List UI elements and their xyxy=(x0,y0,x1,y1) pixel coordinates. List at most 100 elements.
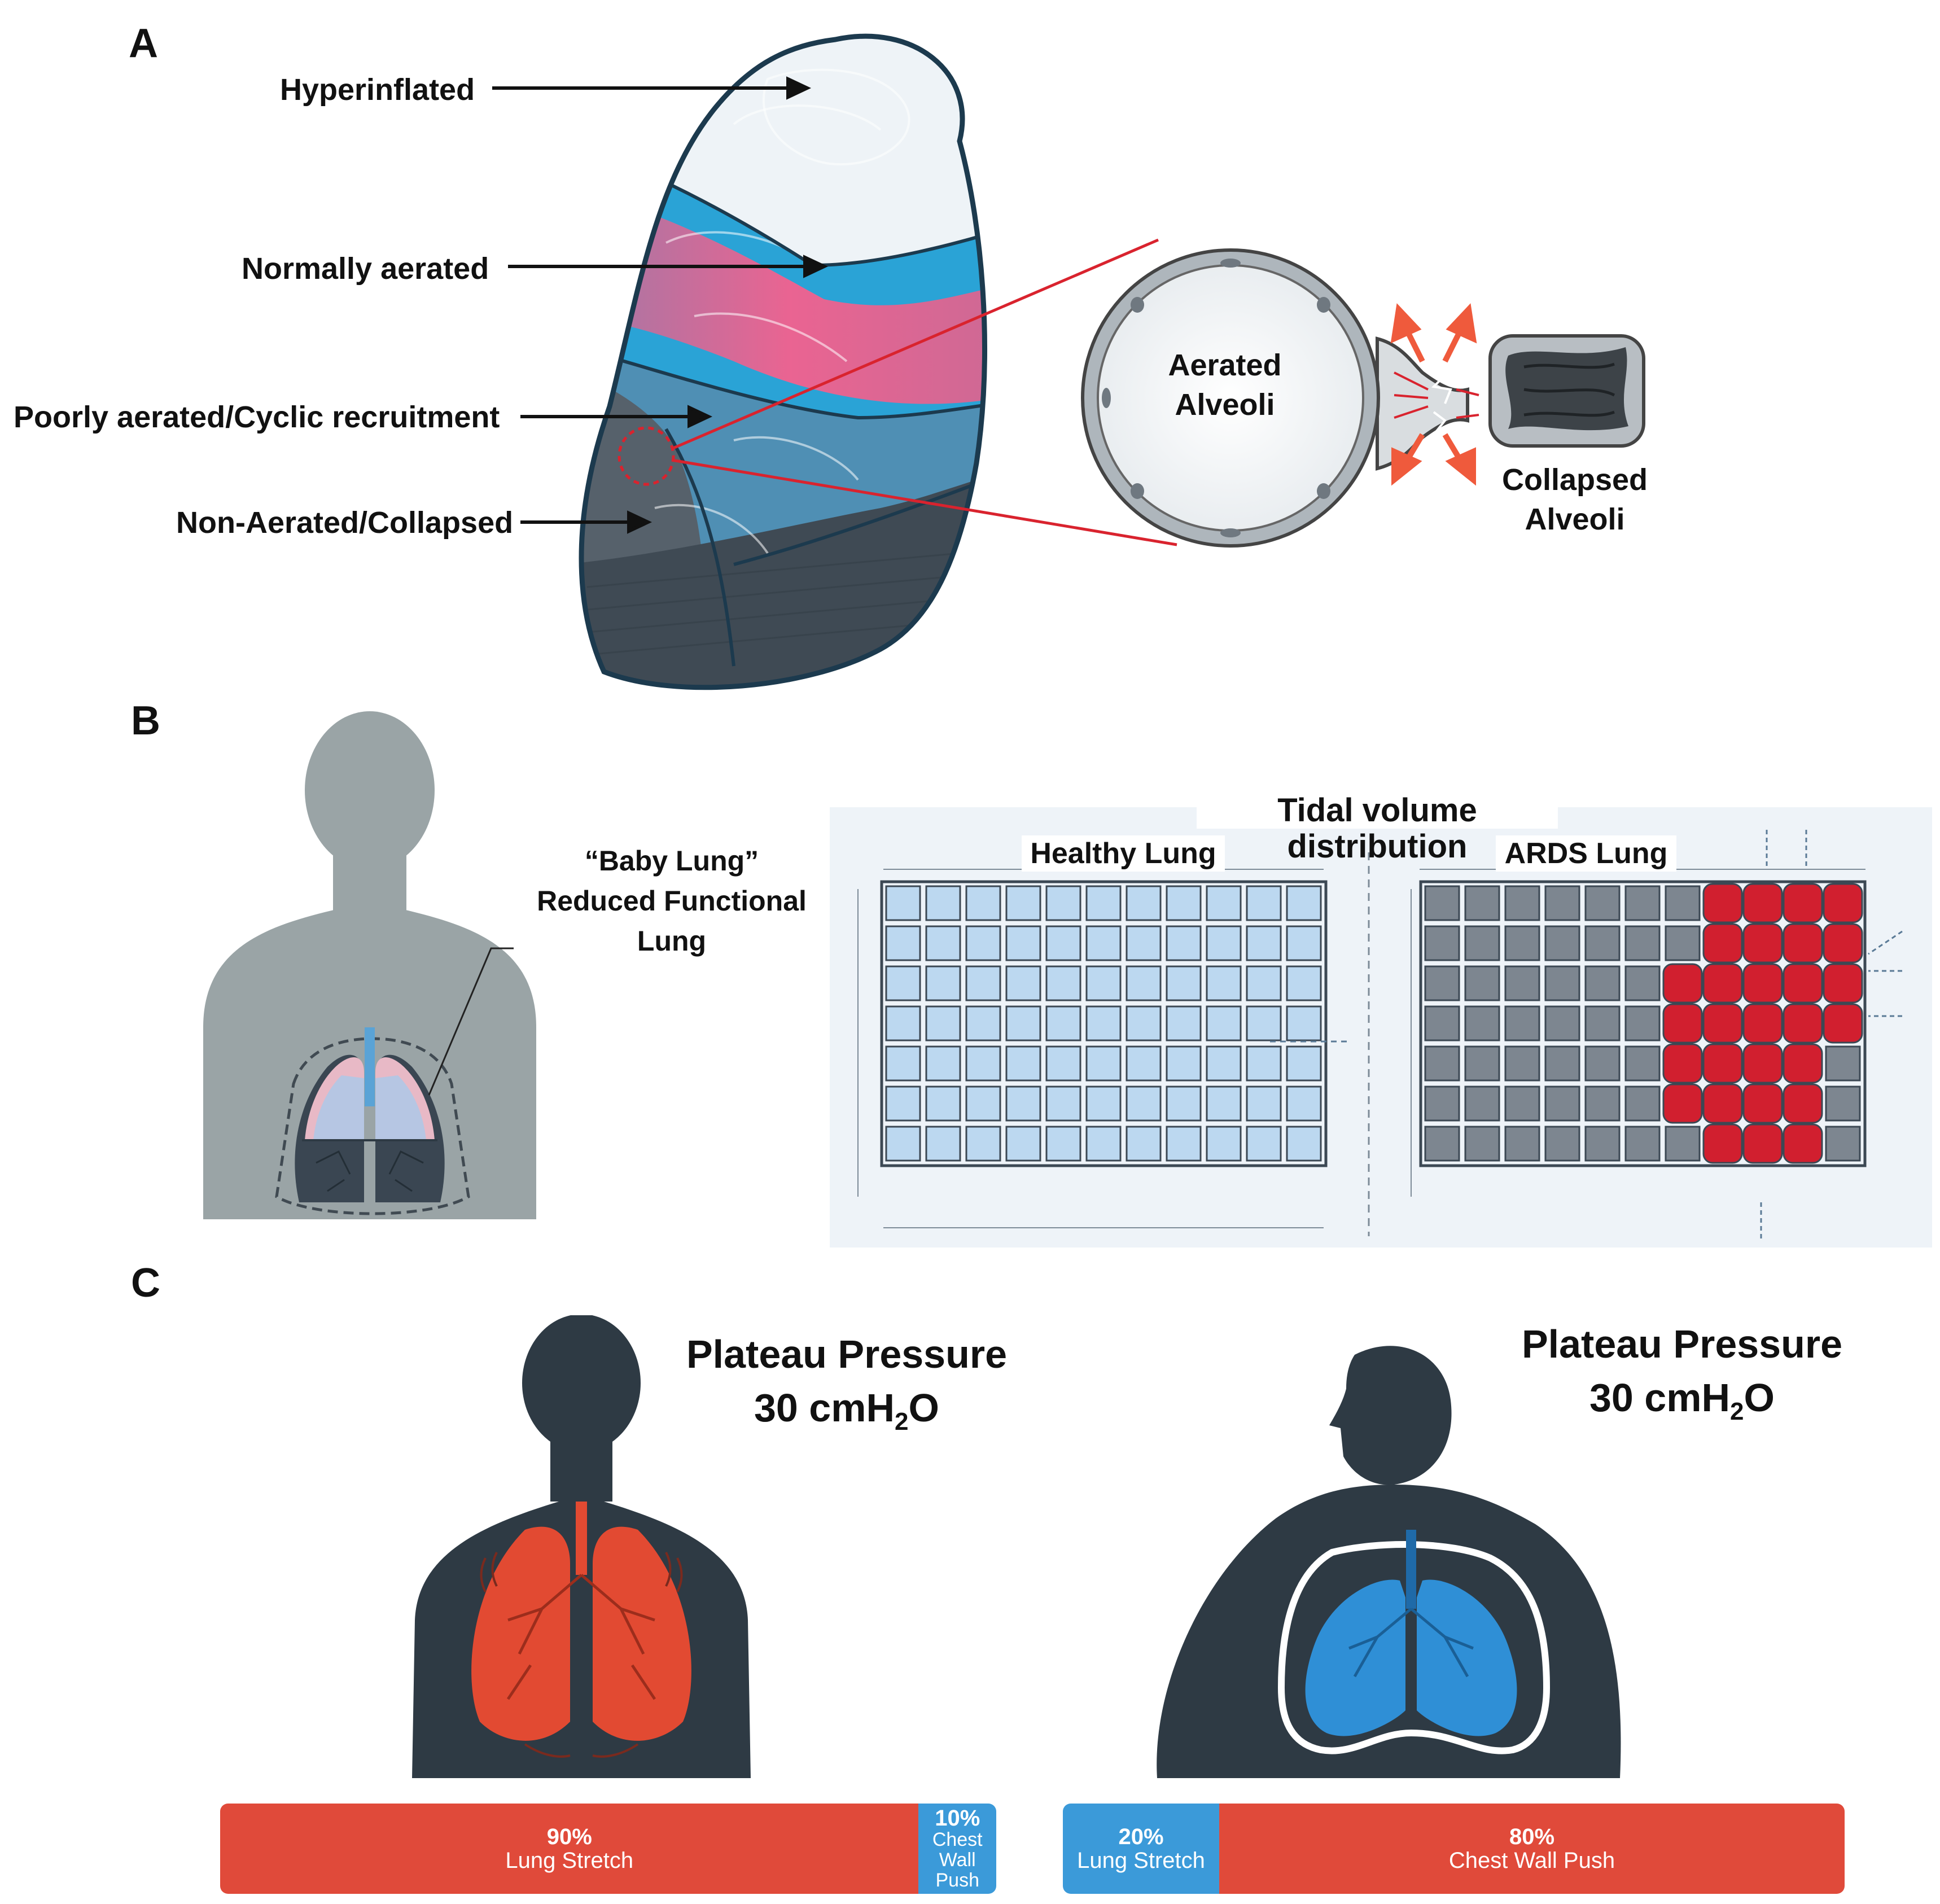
ards-collapsed-cell xyxy=(1504,925,1540,961)
healthy-cell xyxy=(925,965,961,1001)
healthy-cell xyxy=(1166,925,1202,961)
baby-lung-line3: Lung xyxy=(637,925,707,957)
healthy-cell xyxy=(1045,965,1081,1001)
ards-collapsed-cell xyxy=(1584,1005,1621,1041)
healthy-cell xyxy=(1085,1005,1122,1041)
ards-overdistended-cell xyxy=(1823,923,1863,964)
healthy-cell xyxy=(1045,1045,1081,1082)
healthy-grid-frame xyxy=(880,880,1328,1167)
ards-collapsed-cell xyxy=(1584,1126,1621,1162)
healthy-cell xyxy=(1045,885,1081,921)
ards-collapsed-cell xyxy=(1624,885,1661,921)
label-collapsed-alveoli: Collapsed Alveoli xyxy=(1484,460,1665,539)
ards-overdistended-cell xyxy=(1742,1123,1783,1164)
ards-overdistended-cell xyxy=(1702,1123,1743,1164)
ards-collapsed-cell xyxy=(1504,1086,1540,1122)
healthy-cell xyxy=(1045,1086,1081,1122)
ards-overdistended-cell xyxy=(1823,883,1863,923)
ards-overdistended-cell xyxy=(1702,1083,1743,1124)
ards-collapsed-cell xyxy=(1504,885,1540,921)
ards-collapsed-cell xyxy=(1544,965,1580,1001)
healthy-cell xyxy=(965,965,1001,1001)
healthy-cell xyxy=(1045,1005,1081,1041)
panel-letter-b: B xyxy=(131,698,160,743)
ards-pressure-arrow xyxy=(1868,930,1903,955)
healthy-cell xyxy=(1286,885,1322,921)
ards-overdistended-cell xyxy=(1742,1083,1783,1124)
label-baby-lung: “Baby Lung” Reduced Functional Lung xyxy=(531,841,813,961)
plateau-pressure-left-value-line: 30 cmH2O xyxy=(660,1381,1033,1438)
ards-collapsed-cell xyxy=(1544,1126,1580,1162)
healthy-cell xyxy=(1286,1086,1322,1122)
ards-collapsed-cell xyxy=(1624,965,1661,1001)
healthy-cell xyxy=(965,925,1001,961)
zoom-circle xyxy=(618,426,675,486)
healthy-cell xyxy=(965,1086,1001,1122)
left-bar-segment-1-label: Lung Stretch xyxy=(505,1848,634,1873)
baby-lung-line2: Reduced Functional xyxy=(537,885,807,917)
ards-overdistended-cell xyxy=(1662,963,1703,1004)
ards-overdistended-cell xyxy=(1823,963,1863,1004)
healthy-cell xyxy=(1166,1126,1202,1162)
healthy-cell xyxy=(925,1086,961,1122)
healthy-cell xyxy=(1206,925,1242,961)
plateau-pressure-left-value: 30 cmH xyxy=(754,1385,895,1430)
normal-person-silhouette xyxy=(412,1315,751,1778)
baby-lung-illustration xyxy=(295,1027,445,1202)
zoom-line-top xyxy=(671,238,1159,450)
ards-collapsed-cell xyxy=(1825,1126,1861,1162)
ards-overdistended-cell xyxy=(1783,963,1823,1004)
lung-outline xyxy=(579,33,987,690)
healthy-cell xyxy=(1286,965,1322,1001)
ards-overdistended-cell xyxy=(1742,923,1783,964)
healthy-cell xyxy=(1206,1126,1242,1162)
ards-lung-title: ARDS Lung xyxy=(1496,835,1676,872)
ards-collapsed-cell xyxy=(1665,1126,1701,1162)
collapsed-line2: Alveoli xyxy=(1525,502,1625,537)
plateau-pressure-left-suffix: O xyxy=(908,1385,939,1430)
ards-grid-frame xyxy=(1419,880,1867,1167)
ards-overdistended-cell xyxy=(1662,1083,1703,1124)
label-hyperinflated: Hyperinflated xyxy=(280,73,475,107)
ards-overdistended-cell xyxy=(1742,1003,1783,1044)
healthy-cell xyxy=(1246,925,1282,961)
healthy-cell xyxy=(965,1126,1001,1162)
right-bar-segment-2-label: Chest Wall Push xyxy=(1448,1848,1615,1873)
label-poorly-aerated: Poorly aerated/Cyclic recruitment xyxy=(14,400,500,434)
healthy-cell xyxy=(925,885,961,921)
healthy-cell xyxy=(925,1005,961,1041)
left-bar-segment-2-label: Chest Wall Push xyxy=(932,1829,983,1891)
healthy-cell xyxy=(1206,1045,1242,1082)
right-bar-segment-1: 20%Lung Stretch xyxy=(1063,1804,1219,1894)
ards-collapsed-cell xyxy=(1584,1045,1621,1082)
ards-collapsed-cell xyxy=(1504,1126,1540,1162)
plateau-pressure-right-title: Plateau Pressure xyxy=(1521,1322,1843,1366)
label-aerated-alveoli: Aerated Alveoli xyxy=(1140,345,1310,424)
healthy-cell xyxy=(925,1126,961,1162)
ards-overdistended-cell xyxy=(1823,1003,1863,1044)
ards-overdistended-cell xyxy=(1783,1003,1823,1044)
healthy-cell xyxy=(1045,925,1081,961)
ards-overdistended-cell xyxy=(1702,963,1743,1004)
right-bar-segment-1-percent: 20% xyxy=(1118,1824,1164,1849)
ards-overdistended-cell xyxy=(1783,923,1823,964)
ards-overdistended-cell xyxy=(1783,883,1823,923)
ards-collapsed-cell xyxy=(1584,885,1621,921)
ards-collapsed-cell xyxy=(1464,1045,1500,1082)
ards-overdistended-cell xyxy=(1702,883,1743,923)
healthy-cell xyxy=(1085,965,1122,1001)
healthy-cell xyxy=(1166,1086,1202,1122)
healthy-cell xyxy=(1085,925,1122,961)
healthy-cell xyxy=(965,1045,1001,1082)
ards-collapsed-cell xyxy=(1464,925,1500,961)
ards-collapsed-cell xyxy=(1825,1086,1861,1122)
plateau-pressure-left-sub: 2 xyxy=(895,1407,909,1435)
ards-collapsed-cell xyxy=(1544,885,1580,921)
plateau-pressure-right-value-line: 30 cmH2O xyxy=(1496,1371,1868,1428)
ards-collapsed-cell xyxy=(1424,885,1460,921)
ards-overdistended-cell xyxy=(1662,1003,1703,1044)
healthy-lung-title: Healthy Lung xyxy=(1022,835,1225,872)
panel-b-silhouette xyxy=(203,711,536,1219)
